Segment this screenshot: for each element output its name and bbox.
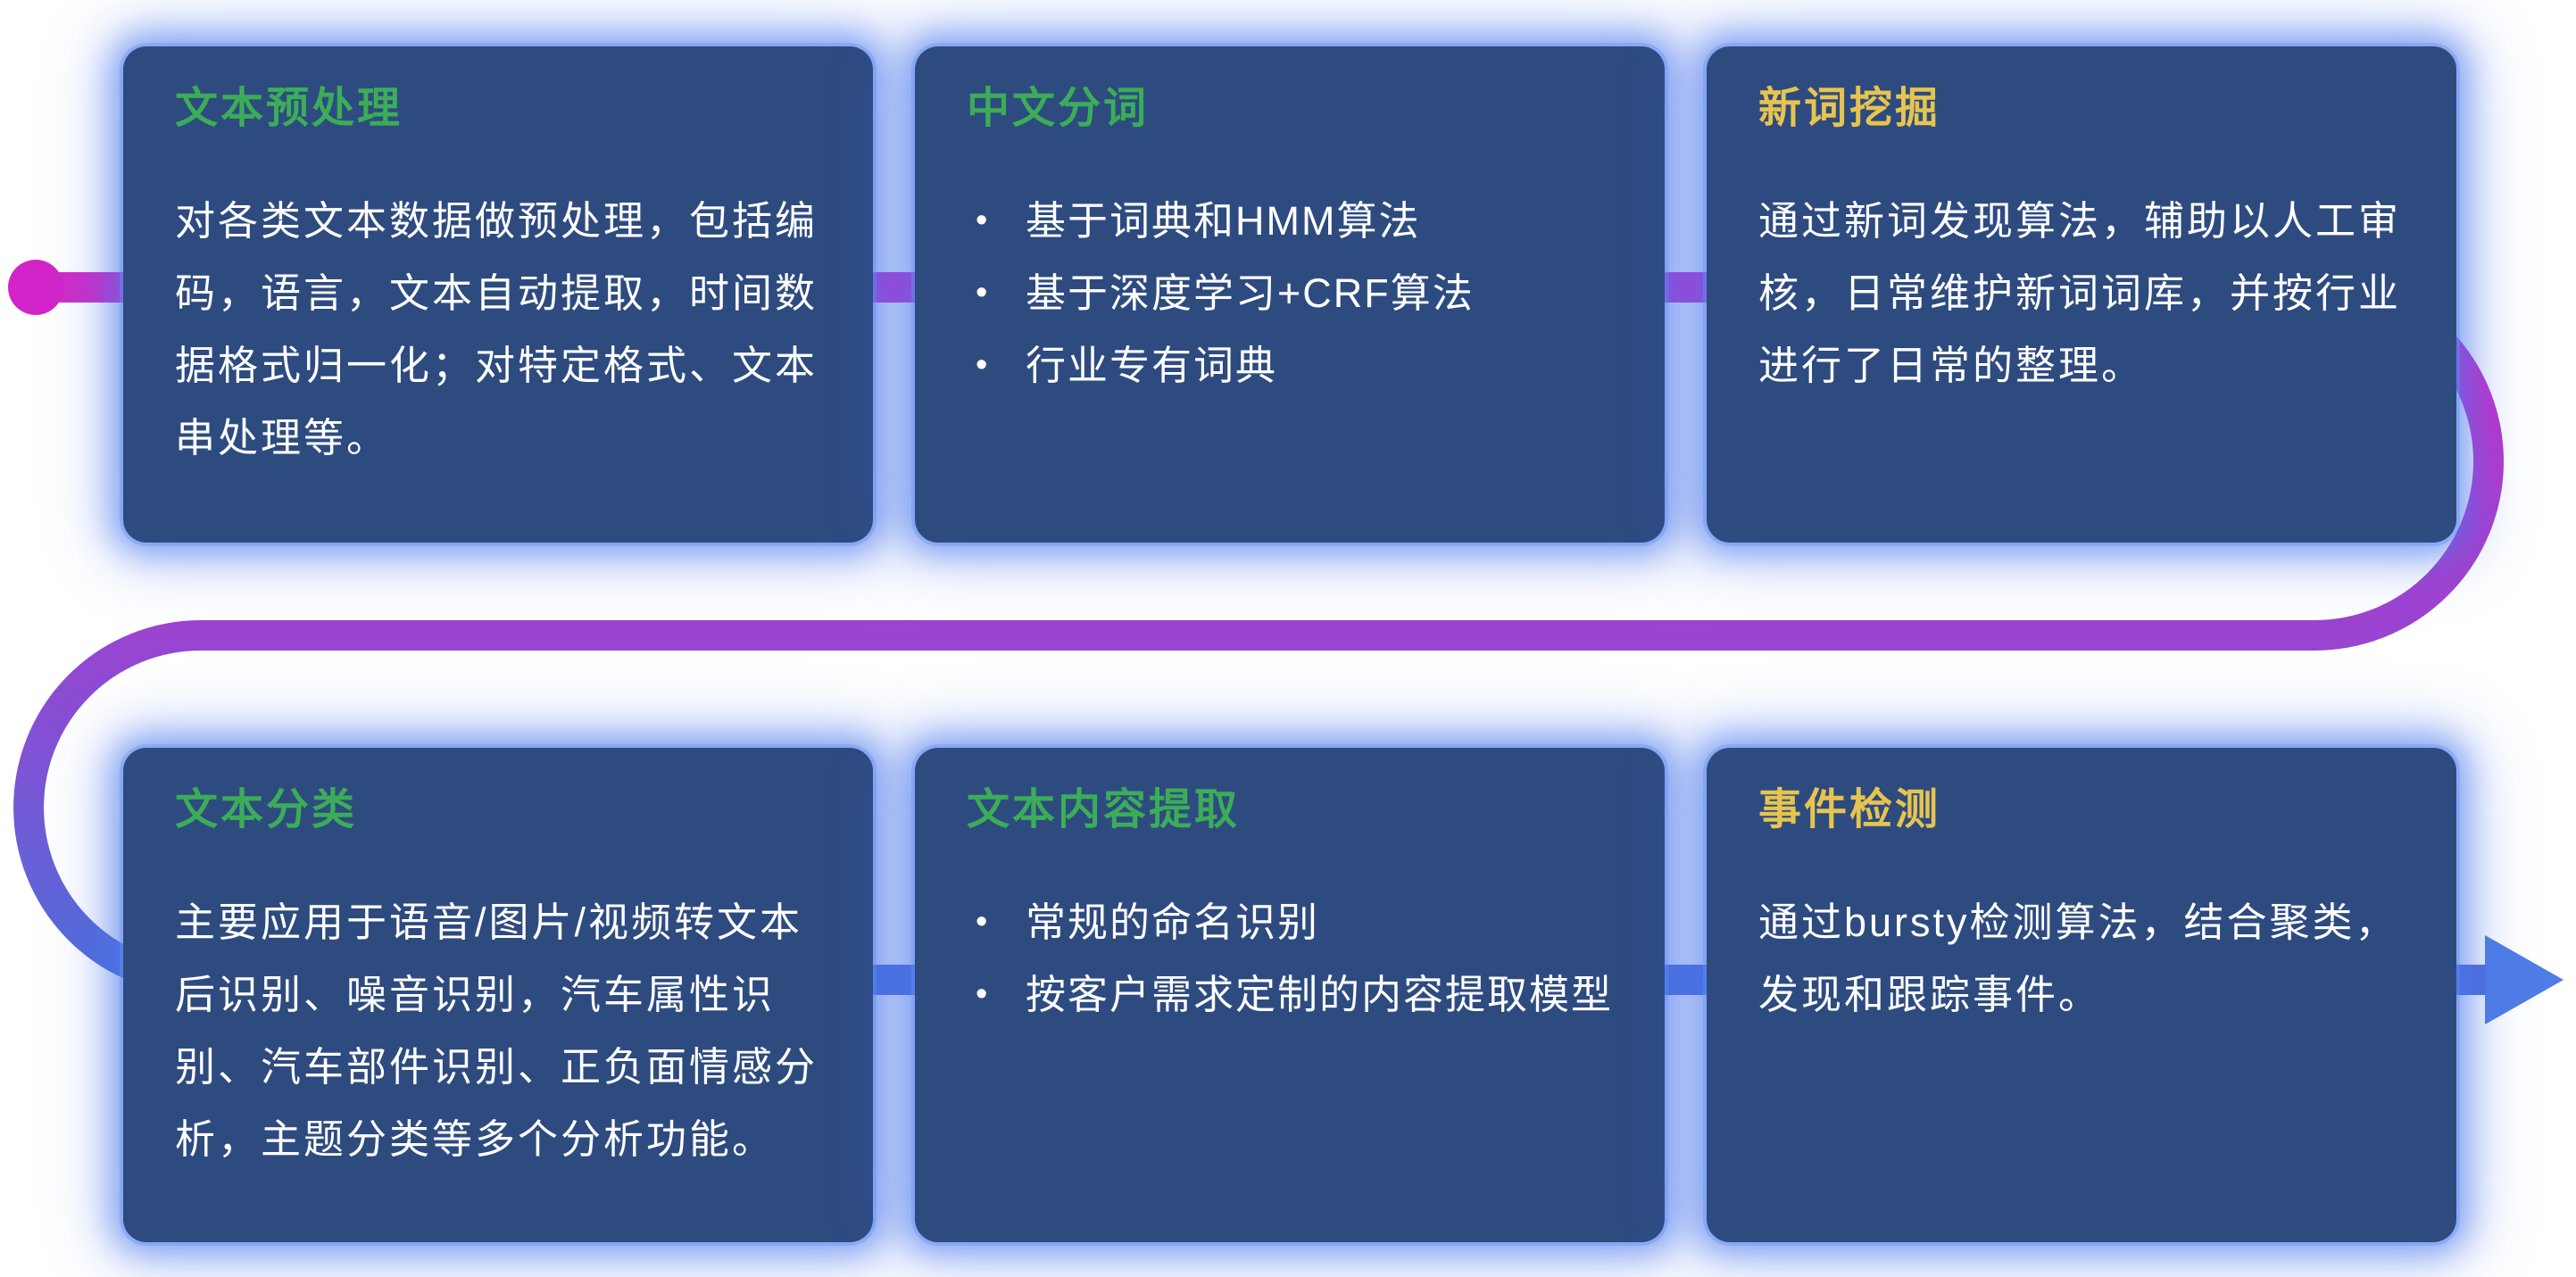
card-title: 新词挖掘: [1758, 85, 1941, 132]
card-text-content-extraction: 文本内容提取 常规的命名识别 按客户需求定制的内容提取模型: [915, 748, 1665, 1242]
card-title: 文本分类: [175, 786, 358, 833]
flow-start-dot: [8, 260, 63, 315]
bullet-list: 常规的命名识别 按客户需求定制的内容提取模型: [967, 886, 1615, 1032]
card-text-classification: 文本分类 主要应用于语音/图片/视频转文本后识别、噪音识别，汽车属性识别、汽车部…: [123, 748, 873, 1242]
card-title: 文本预处理: [175, 85, 403, 132]
card-event-detection: 事件检测 通过bursty检测算法，结合聚类，发现和跟踪事件。: [1707, 748, 2456, 1242]
card-body: 对各类文本数据做预处理，包括编码，语言，文本自动提取，时间数据格式归一化；对特定…: [175, 198, 819, 461]
card-chinese-word-segmentation: 中文分词 基于词典和HMM算法 基于深度学习+CRF算法 行业专有词典: [915, 46, 1665, 543]
bullet-list: 基于词典和HMM算法 基于深度学习+CRF算法 行业专有词典: [967, 185, 1615, 402]
card-body: 通过bursty检测算法，结合聚类，发现和跟踪事件。: [1758, 900, 2398, 1018]
flow-end-arrow: [2485, 935, 2564, 1024]
card-title: 文本内容提取: [967, 786, 1241, 833]
card-title: 中文分词: [967, 85, 1150, 132]
bullet-item: 常规的命名识别: [967, 886, 1615, 959]
card-body: 通过新词发现算法，辅助以人工审核，日常维护新词词库，并按行业进行了日常的整理。: [1758, 198, 2402, 389]
bullet-item: 基于深度学习+CRF算法: [967, 257, 1615, 330]
card-title: 事件检测: [1758, 786, 1941, 833]
bullet-item: 按客户需求定制的内容提取模型: [967, 958, 1615, 1032]
card-body: 主要应用于语音/图片/视频转文本后识别、噪音识别，汽车属性识别、汽车部件识别、正…: [175, 900, 819, 1163]
flow-line: [13, 272, 2504, 995]
bullet-item: 基于词典和HMM算法: [967, 185, 1615, 258]
card-new-word-mining: 新词挖掘 通过新词发现算法，辅助以人工审核，日常维护新词词库，并按行业进行了日常…: [1707, 46, 2456, 543]
card-text-preprocessing: 文本预处理 对各类文本数据做预处理，包括编码，语言，文本自动提取，时间数据格式归…: [123, 46, 873, 543]
bullet-item: 行业专有词典: [967, 329, 1615, 402]
